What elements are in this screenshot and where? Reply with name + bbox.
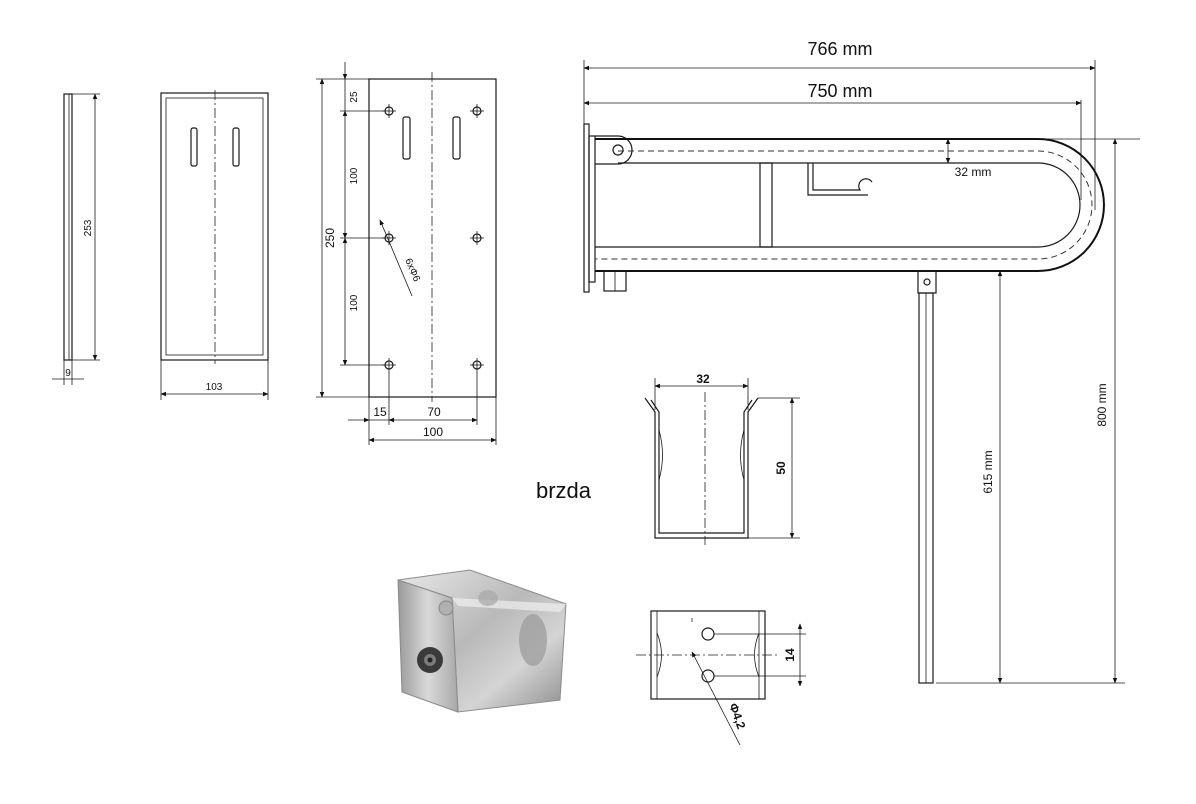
wall-plate-view: 250 25 100 100 6xΦ6 15 70 100: [316, 62, 497, 445]
grab-bar-view: 766 mm 750 mm 32 mm 800 mm 615 mm: [583, 39, 1140, 684]
brake-hole-bottom: [701, 669, 715, 683]
grab-bar-outer: [595, 138, 1105, 272]
wall-bracket: [583, 123, 590, 293]
brake-front-view: 32 50: [644, 372, 800, 545]
side-plate-outline: [63, 93, 73, 361]
front-view: 103: [160, 90, 269, 400]
brake-profile-outer: [644, 397, 759, 539]
brake-hole-diameter-label: Φ4,2: [726, 701, 748, 731]
brake-hole-leader: [691, 651, 741, 746]
leg-height-label: 615 mm: [981, 450, 995, 493]
brake-hole-spacing-label: 14: [783, 648, 797, 662]
side-height-label: 253: [83, 219, 94, 236]
tube-diameter-label: 32 mm: [955, 165, 992, 179]
brake-caption: brzda: [536, 478, 592, 503]
bar-length-label: 750 mm: [807, 81, 872, 101]
mounting-holes: [382, 104, 484, 372]
grab-bar-inner: [595, 162, 1081, 248]
brake-top-view: 14 Φ4,2: [636, 610, 806, 746]
plate-edge-offset-label: 15: [373, 405, 387, 419]
brake-photo: [397, 569, 567, 713]
slot-right: [232, 127, 240, 167]
plate-width-label: 100: [423, 425, 443, 439]
plate-hole-spacing-label: 70: [427, 405, 441, 419]
brake-height-label: 50: [774, 461, 788, 475]
wall-plate-slot-right: [452, 116, 461, 160]
plate-top-offset-label: 25: [349, 91, 360, 103]
brake-hole-top: [701, 627, 715, 641]
holes-leader: [379, 219, 413, 297]
wall-plate-slot-left: [402, 116, 411, 160]
pivot-pin: [612, 144, 624, 156]
plate-spacing-1-label: 100: [349, 167, 360, 184]
plate-spacing-2-label: 100: [349, 294, 360, 311]
front-width-label: 103: [206, 382, 223, 393]
side-thickness-label: 9: [65, 368, 71, 379]
support-post: [759, 162, 773, 248]
side-view: 253 9: [52, 93, 100, 385]
plate-height-label: 250: [323, 228, 337, 248]
front-plate-outline: [160, 92, 269, 361]
mount-height-label: 800 mm: [1095, 383, 1109, 426]
slot-left: [190, 127, 198, 167]
total-length-label: 766 mm: [807, 39, 872, 59]
roll-holder: [807, 163, 868, 196]
brake-width-label: 32: [696, 372, 710, 386]
